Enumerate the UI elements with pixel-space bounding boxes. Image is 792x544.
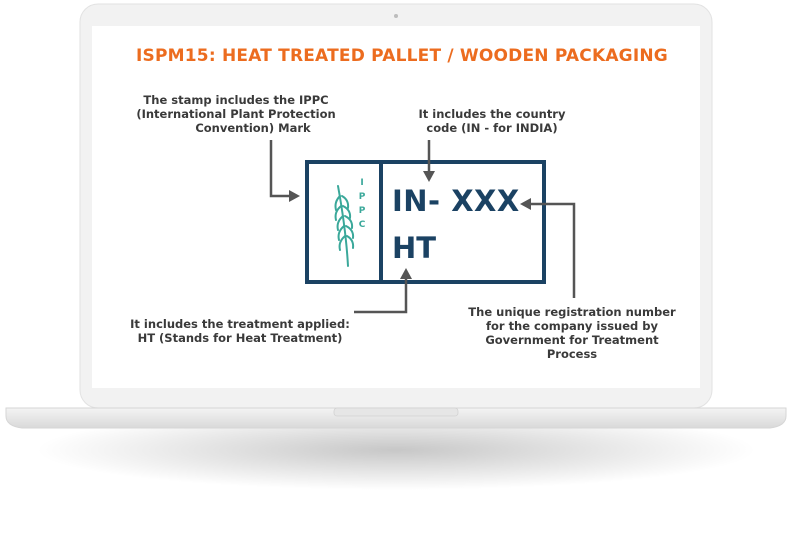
arrow-ippc: [269, 140, 290, 198]
annotation-line: for the company issued by: [485, 319, 659, 333]
arrowhead-registration: [520, 198, 531, 210]
stamp-border: [305, 160, 546, 284]
annotation-line: The unique registration number: [468, 305, 676, 319]
arrow-treatment: [354, 278, 408, 314]
annotation-line: Convention) Mark: [195, 121, 311, 135]
arrowhead-country-code: [423, 171, 435, 182]
stamp-treatment-code: HT: [392, 231, 437, 265]
annotation-line: (International Plant Protection: [136, 107, 336, 121]
annotation-line: Process: [546, 347, 598, 361]
annotation-line: code (IN - for INDIA): [426, 121, 558, 135]
ippc-letter: I: [360, 178, 363, 188]
annotation-line: The stamp includes the IPPC: [143, 93, 329, 107]
arrow-registration: [530, 202, 576, 298]
ippc-letter: P: [359, 206, 366, 216]
annotation-treatment: It includes the treatment applied: HT (S…: [120, 317, 360, 345]
arrow-heads: [289, 171, 531, 279]
arrowhead-ippc: [289, 190, 300, 202]
laptop-notch: [333, 407, 459, 417]
ippc-letter: C: [359, 220, 366, 230]
laptop-shadow: [36, 410, 756, 490]
camera-dot: [394, 14, 398, 18]
annotation-line: It includes the treatment applied:: [130, 317, 350, 331]
ippc-letters: I P P C: [359, 178, 366, 230]
annotation-line: It includes the country: [418, 107, 566, 121]
annotation-ippc-mark: The stamp includes the IPPC (Internation…: [106, 93, 366, 135]
annotation-line: HT (Stands for Heat Treatment): [137, 331, 343, 345]
arrowhead-treatment: [400, 268, 412, 279]
ippc-letter: P: [359, 192, 366, 202]
laptop-base: [5, 407, 787, 429]
arrows: [269, 140, 576, 314]
annotation-line: Government for Treatment: [485, 333, 659, 347]
annotation-registration: The unique registration number for the c…: [442, 305, 702, 361]
stamp-country-code: IN- XXX: [392, 184, 520, 218]
annotation-country-code: It includes the country code (IN - for I…: [392, 107, 592, 135]
page-title: ISPM15: HEAT TREATED PALLET / WOODEN PAC…: [136, 46, 668, 66]
ippc-wheat-icon: [334, 185, 355, 267]
